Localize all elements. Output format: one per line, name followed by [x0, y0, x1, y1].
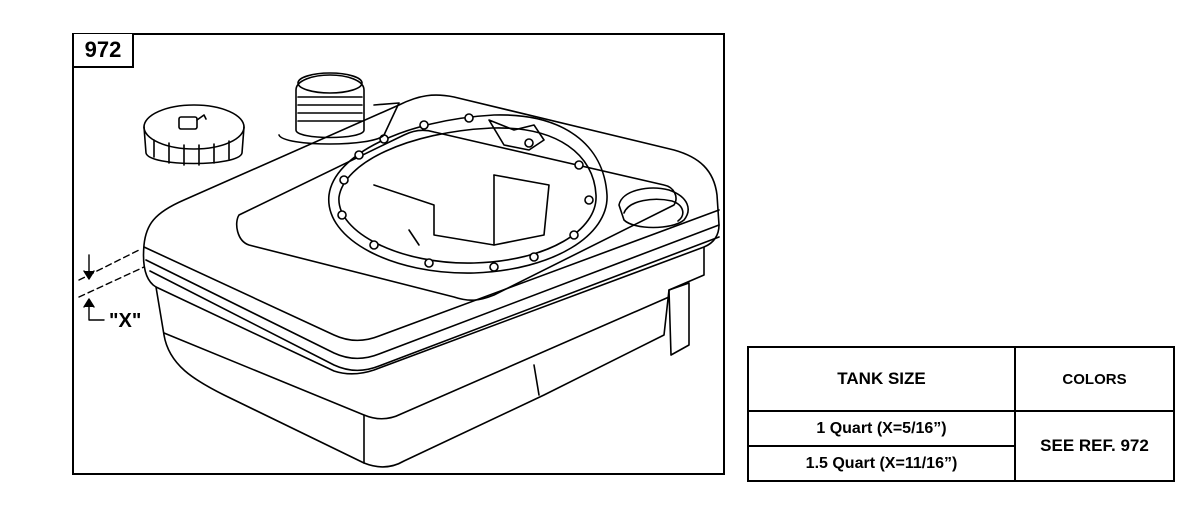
table-row: 1.5 Quart (X=11/16”)	[747, 445, 1174, 482]
tank-size-1-5-quart: 1.5 Quart (X=11/16”)	[747, 445, 1016, 482]
filter-pocket-inner	[623, 198, 684, 222]
header-tank-size: TANK SIZE	[747, 346, 1016, 412]
opening-ring	[328, 114, 608, 274]
filler-base	[278, 102, 400, 145]
header-colors: COLORS	[1014, 346, 1175, 412]
filter-pocket	[618, 187, 689, 229]
tank-bracket	[668, 282, 690, 356]
filler-threads	[297, 96, 363, 122]
filler-neck-top	[297, 72, 363, 94]
inner-detail-3	[408, 229, 420, 246]
dimension-marker	[78, 249, 145, 321]
table-header-row: TANK SIZE COLORS	[747, 346, 1175, 412]
tank-lower-line-3	[533, 364, 540, 396]
diagram-frame	[72, 33, 725, 475]
tank-rim-line-3	[149, 236, 720, 372]
tank-size-1-quart: 1 Quart (X=5/16”)	[747, 410, 1016, 447]
tank-lower-body	[155, 246, 705, 468]
top-panel	[235, 129, 677, 301]
dimension-label: "X"	[109, 310, 141, 332]
inner-detail	[373, 174, 550, 246]
fuel-cap	[143, 104, 245, 166]
tank-lower-line	[163, 296, 670, 420]
filler-neck	[295, 74, 365, 139]
fuel-tank-drawing: "X"	[78, 72, 720, 468]
ring-bracket	[488, 119, 545, 151]
opening-ring-inner	[338, 127, 597, 264]
ring-bolts	[337, 113, 594, 272]
tank-rim-line	[143, 209, 720, 342]
table-row: 1 Quart (X=5/16”) SEE REF. 972	[747, 410, 1175, 482]
reference-number: 972	[74, 34, 134, 68]
colors-value: SEE REF. 972	[1014, 410, 1175, 482]
tank-size-table: TANK SIZE COLORS 1 Quart (X=5/16”) SEE R…	[747, 346, 1175, 482]
tank-rim-line-2	[145, 224, 720, 360]
tank-top-outline	[142, 94, 720, 375]
